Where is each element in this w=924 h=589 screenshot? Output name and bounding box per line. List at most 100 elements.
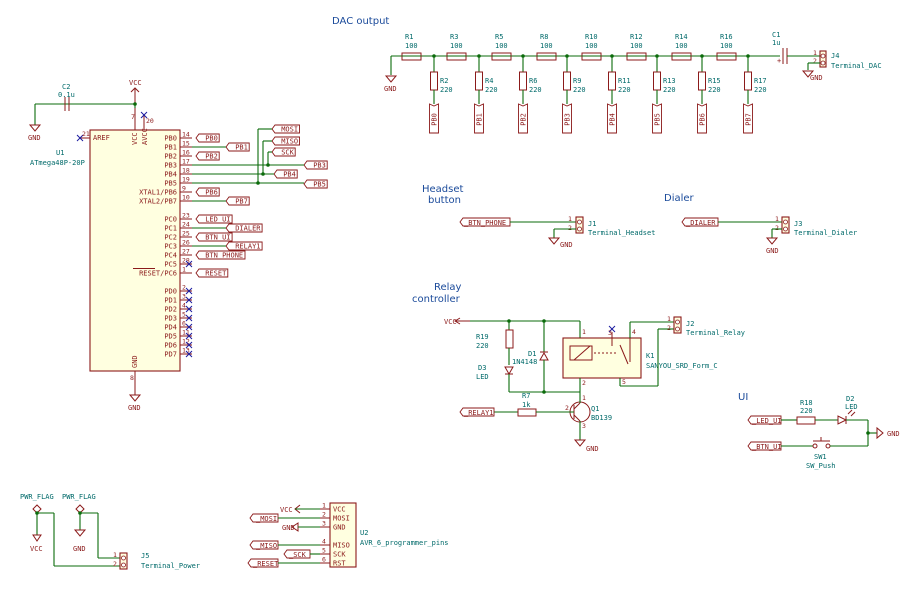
dac-net-label-shape: [429, 103, 439, 134]
isp-mosi-label: _MOSI: [256, 515, 277, 523]
dac-net-label-shape: [518, 103, 528, 134]
k1-pin4: 4: [632, 328, 636, 336]
mcu-pin-name: PD3: [164, 315, 177, 323]
dac-net-label: _PB5: [654, 113, 662, 130]
net-label: _PB4: [279, 171, 296, 179]
d3-ref: D3: [478, 364, 486, 372]
dac-shunt-ref: R17: [754, 77, 767, 85]
mcu-pin-name: XTAL2/PB7: [139, 198, 177, 206]
mcu-pin-number: 12: [182, 338, 190, 346]
r19-value: 220: [476, 342, 489, 350]
mcu-pin-name: PC0: [164, 216, 177, 224]
mcu-pin-name: PB1: [164, 144, 177, 152]
mcu-pin-number: 27: [182, 248, 190, 256]
net-label: _RESET: [201, 270, 227, 278]
mcu-value: ATmega48P-20P: [30, 159, 85, 167]
mcu-right-pins: 14PB015PB116PB217PB318PB419PB59XTAL1/PB6…: [133, 131, 193, 359]
dac-net-label-shape: [697, 103, 707, 134]
isp-pin-name: SCK: [333, 551, 346, 559]
pwr-flag-2: PWR_FLAG: [62, 493, 96, 501]
net-label-shape: [195, 187, 220, 197]
net-label: _BTN_UI: [201, 234, 231, 242]
net-label: _DIALER: [231, 225, 261, 233]
mcu-pin-number: 11: [182, 329, 190, 337]
heading-relay: Relay: [434, 282, 462, 293]
headset-net-label: _BTN_PHONE: [464, 219, 506, 227]
heading-dac-output: DAC output: [332, 16, 389, 27]
net-label-shape: [195, 268, 229, 278]
dialer-net-label: _DIALER: [686, 219, 716, 227]
dac-net-label: _PB0: [431, 113, 439, 130]
mcu-pin-number: 15: [182, 140, 190, 148]
q1-ref: Q1: [591, 405, 599, 413]
net-label: _MISO: [277, 138, 298, 146]
j1-pin2: 2: [568, 224, 572, 232]
mcu-avcc-num: 20: [146, 117, 154, 125]
net-label-shape: [195, 214, 233, 224]
j4-pin2: 2: [813, 57, 817, 65]
net-label-shape: [225, 142, 250, 152]
dac-net-label-shape: [652, 103, 662, 134]
j1-pin1: 1: [568, 215, 572, 223]
isp-gnd-label: GND: [282, 524, 295, 532]
mcu-pin-number: 16: [182, 149, 190, 157]
dac-series-value: 100: [675, 42, 688, 50]
mcu-aref-num: 21: [82, 130, 90, 138]
j5-pin2: 2: [113, 560, 117, 568]
dac-series-value: 100: [630, 42, 643, 50]
j2-ref: J2: [686, 320, 694, 328]
net-label: _PB0: [201, 135, 218, 143]
dac-shunt-ref: R15: [708, 77, 721, 85]
net-label-shape: [225, 196, 250, 206]
d2-value: LED: [845, 403, 858, 411]
dac-net-label: _PB1: [476, 113, 484, 130]
dac-shunt-value: 220: [485, 86, 498, 94]
r7-value: 1k: [522, 401, 531, 409]
dac-series-value: 100: [405, 42, 418, 50]
isp-pin-number: 2: [322, 511, 326, 519]
r18-value: 220: [800, 407, 813, 415]
q1-pin1: 1: [582, 394, 586, 402]
mcu-pin-number: 26: [182, 239, 190, 247]
dac-series-ref: R5: [495, 33, 503, 41]
vcc-mcu-label: VCC: [129, 79, 142, 87]
k1-pin5: 5: [622, 378, 626, 386]
isp-pin-name: GND: [333, 524, 346, 532]
dac-shunt-ref: R13: [663, 77, 676, 85]
dac-ladder: GND R1100R3100R5100R8100R10100R12100R141…: [384, 31, 882, 134]
c1-plus: +: [777, 57, 781, 65]
headset-gnd-label: GND: [560, 241, 573, 249]
mcu-pin-name: PC3: [164, 243, 177, 251]
dac-shunt-ref: R6: [529, 77, 537, 85]
dac-series-value: 100: [540, 42, 553, 50]
mcu-pin-name: PD1: [164, 297, 177, 305]
dac-shunt-resistor: [653, 71, 661, 91]
dac-net-label: _PB6: [699, 113, 707, 130]
isp-pin-name: MOSI: [333, 515, 350, 523]
power-gnd-label: GND: [73, 545, 86, 553]
j3-pin1: 1: [775, 215, 779, 223]
mcu-pin-name: PC4: [164, 252, 177, 260]
dac-series-ref: R10: [585, 33, 598, 41]
dac-shunt-value: 220: [440, 86, 453, 94]
ui-gnd-label: GND: [887, 430, 900, 438]
mcu-pin-name: PD0: [164, 288, 177, 296]
dac-gnd-label: GND: [384, 85, 397, 93]
mcu-body: [89, 129, 181, 372]
sw1-ref: SW1: [814, 453, 827, 461]
mcu-pin-number: 4: [182, 302, 186, 310]
dac-shunt-ref: R9: [573, 77, 581, 85]
dac-shunt-value: 220: [754, 86, 767, 94]
j5-ref: J5: [141, 552, 149, 560]
c2-value: 0.1u: [58, 91, 75, 99]
k1-ref: K1: [646, 352, 654, 360]
j1-value: Terminal_Headset: [588, 229, 655, 237]
r18-ref: R18: [800, 399, 813, 407]
net-label-shape: [195, 151, 220, 161]
dac-shunt-value: 220: [708, 86, 721, 94]
dac-series-value: 100: [720, 42, 733, 50]
dac-shunt-value: 220: [618, 86, 631, 94]
